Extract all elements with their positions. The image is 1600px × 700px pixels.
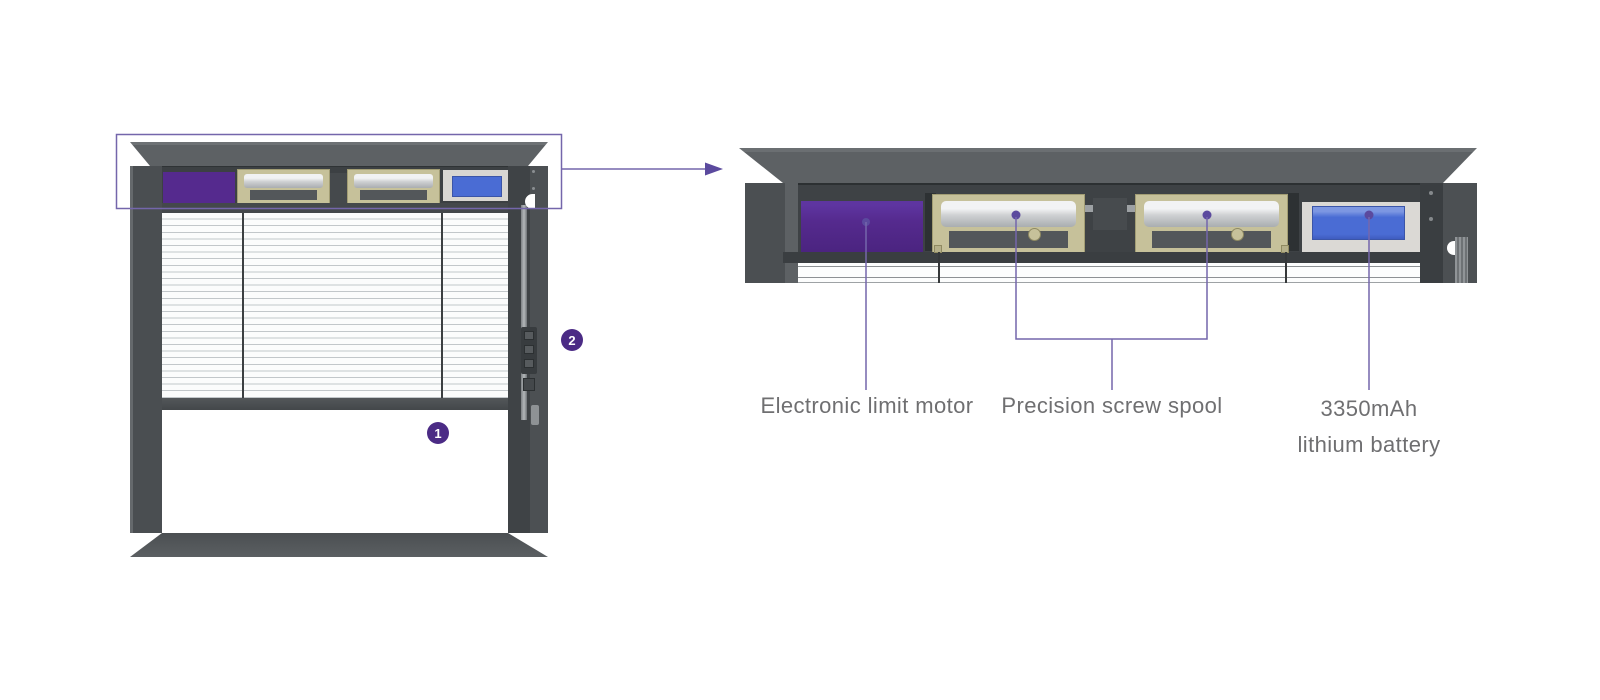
screw-spool-right (347, 169, 440, 204)
spool-slot (250, 190, 317, 200)
control-auxiliary-button (523, 378, 535, 391)
callout-label-battery-line2: lithium battery (1297, 432, 1441, 457)
blind-stop-button (524, 345, 534, 354)
detail-cavity (798, 183, 1428, 254)
slat-line (798, 277, 1428, 278)
lift-cord (441, 213, 443, 398)
battery-pack (452, 176, 502, 197)
precision-screw-spool-right (1135, 194, 1288, 254)
window-top-frame (130, 142, 548, 166)
marker-badge-2: 2 (561, 329, 583, 351)
electronic-limit-motor (801, 201, 923, 252)
zoom-arrow-icon (705, 162, 723, 176)
blind-up-button (524, 331, 534, 340)
window-bottom-frame (130, 533, 548, 557)
window-left-frame (130, 166, 162, 533)
detail-bottom-bar (783, 252, 1428, 263)
latch-icon (531, 405, 539, 425)
battery-housing (1302, 202, 1425, 254)
detail-top-frame (739, 148, 1477, 183)
blind-bottom-rail (162, 398, 508, 410)
headrail-bottom-bar (162, 203, 508, 213)
window-thumbnail (130, 142, 548, 557)
detail-slats (798, 263, 1428, 283)
spool-slot (360, 190, 427, 200)
detail-left-frame (745, 183, 798, 283)
spool-clamp (1288, 193, 1299, 251)
handle-icon (1447, 241, 1456, 255)
spool-slot (949, 231, 1068, 248)
marker-badge-1-label: 1 (434, 425, 442, 441)
precision-screw-spool-left (932, 194, 1085, 254)
spool-cam (1231, 228, 1244, 241)
blind-slats (162, 213, 508, 398)
lithium-battery (1312, 206, 1405, 240)
spool-roller (1144, 201, 1279, 227)
detail-right-frame (1420, 183, 1477, 283)
guide-rail (1455, 237, 1468, 283)
callout-label-motor: Electronic limit motor (760, 393, 974, 418)
screw-icon (1429, 191, 1433, 195)
screw-spool-left (237, 169, 330, 204)
screw-icon (1429, 217, 1433, 221)
slat-line (798, 266, 1428, 267)
screw-icon (532, 170, 535, 173)
lower-glass-pane (162, 410, 508, 533)
spool-clamp (925, 193, 936, 251)
spool-cam (1028, 228, 1041, 241)
guide-rail (521, 205, 527, 420)
spool-slot (1152, 231, 1271, 248)
lift-cord (1285, 252, 1287, 283)
center-bracket (1093, 198, 1127, 230)
headrail-cavity (162, 166, 508, 205)
headrail-center-block (330, 173, 347, 204)
marker-badge-2-label: 2 (568, 332, 576, 348)
side-track (1420, 183, 1443, 283)
screw-icon (532, 187, 535, 190)
battery-housing (443, 170, 508, 201)
spool-roller (941, 201, 1076, 227)
spool-roller (354, 174, 433, 188)
handle-icon (525, 194, 535, 209)
headrail-detail-view (739, 148, 1477, 298)
lift-cord (242, 213, 244, 398)
callout-label-battery-line1: 3350mAh (1320, 396, 1418, 421)
callout-label-spool: Precision screw spool (1001, 393, 1223, 418)
callout-label-battery: 3350mAh lithium battery (1298, 391, 1441, 463)
spool-roller (244, 174, 323, 188)
limit-motor (163, 172, 235, 204)
lift-cord (938, 252, 940, 283)
marker-badge-1: 1 (427, 422, 449, 444)
blind-down-button (524, 359, 534, 368)
blind-control-panel (521, 327, 537, 374)
window-right-frame (508, 166, 548, 533)
